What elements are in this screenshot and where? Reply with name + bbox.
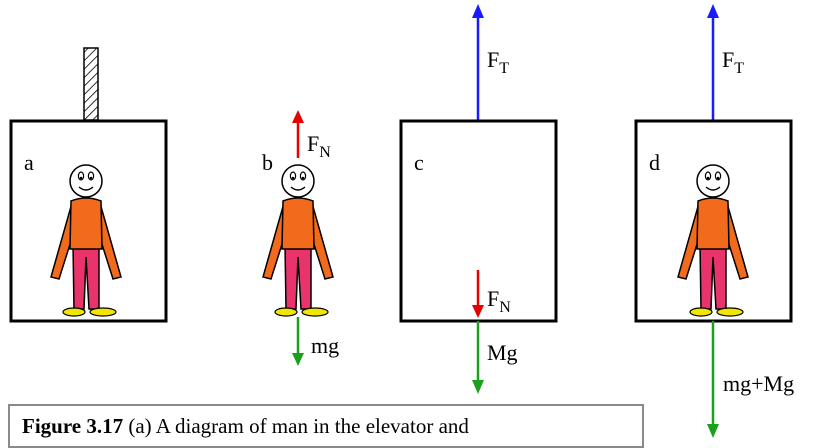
panel-d: FT d mg+Mg: [634, 4, 794, 438]
figure-number: Figure 3.17: [22, 414, 124, 438]
gravity-label-b: mg: [311, 333, 339, 358]
tension-label-c: FT: [487, 47, 509, 77]
figure-caption-box: Figure 3.17 (a) A diagram of man in the …: [8, 404, 644, 448]
tension-label-d: FT: [722, 47, 744, 77]
normal-force-label-b: FN: [307, 131, 331, 161]
gravity-label-c: Mg: [487, 340, 518, 365]
panel-c: FT c FN Mg: [399, 4, 558, 394]
figure-caption: Figure 3.17 (a) A diagram of man in the …: [22, 414, 630, 439]
panel-a: a: [9, 47, 168, 323]
panel-label-b: b: [262, 150, 273, 175]
normal-force-label-c: FN: [487, 286, 511, 316]
gravity-label-d: mg+Mg: [723, 371, 794, 396]
person-figure-b: [262, 164, 334, 317]
panel-label-d: d: [649, 150, 660, 175]
panel-label-a: a: [24, 150, 34, 175]
panel-label-c: c: [414, 150, 424, 175]
caption-text: (a) A diagram of man in the elevator and: [123, 414, 469, 438]
elevator-cable-a: [83, 47, 99, 121]
panel-b: b FN mg: [262, 110, 339, 366]
